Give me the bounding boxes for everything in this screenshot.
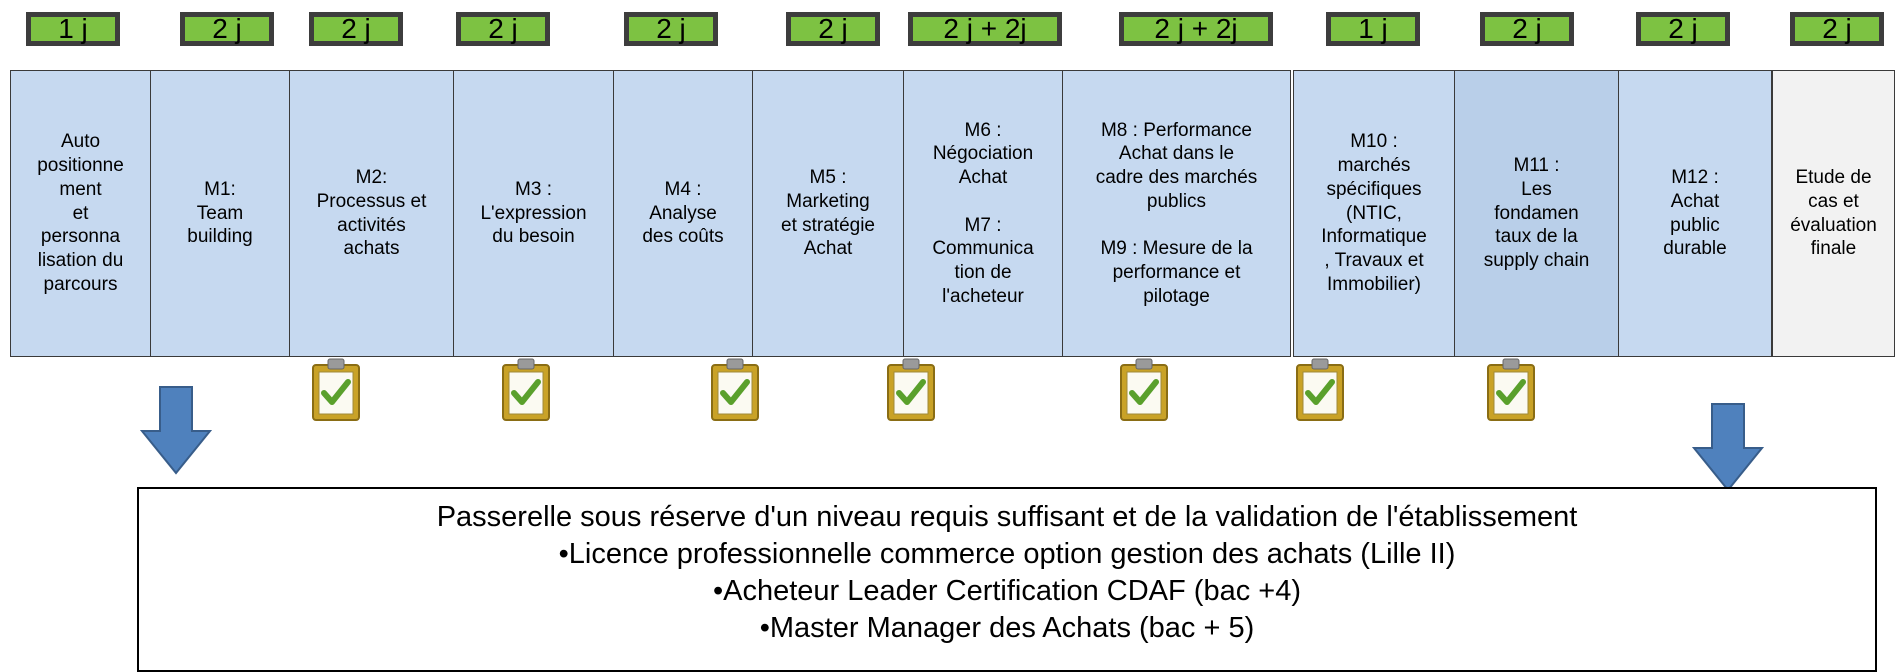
module-label: M2: Processus et activités achats <box>316 167 427 260</box>
module-label: M1: Team building <box>187 178 253 248</box>
passerelle-item: •Licence professionnelle commerce option… <box>558 538 1456 570</box>
module-m6-m7: M6 : Négociation Achat M7 : Communica ti… <box>903 70 1063 357</box>
module-label: M10 : marchés spécifiques (NTIC, Informa… <box>1321 131 1427 295</box>
duration-badge-8: 1 j <box>1326 12 1420 46</box>
module-label: M3 : L'expression du besoin <box>480 178 587 248</box>
module-label: M12 : Achat public durable <box>1663 167 1727 260</box>
module-label: M4 : Analyse des coûts <box>642 178 724 248</box>
clipboard-check-icon <box>1487 358 1535 421</box>
module-label: M6 : Négociation Achat M7 : Communica ti… <box>932 119 1034 307</box>
passerelle-box: Passerelle sous réserve d'un niveau requ… <box>137 487 1877 672</box>
module-m2: M2: Processus et activités achats <box>289 70 454 357</box>
passerelle-item: •Master Manager des Achats (bac + 5) <box>759 612 1255 644</box>
module-label: M5 : Marketing et stratégie Achat <box>781 167 875 260</box>
clipboard-check-icon <box>1296 358 1344 421</box>
duration-badge-10: 2 j <box>1636 12 1730 46</box>
module-autopositionnement: Auto positionne ment et personna lisatio… <box>10 70 151 357</box>
duration-badge-7: 2 j + 2j <box>1119 12 1273 46</box>
arrow-down-icon <box>140 386 212 475</box>
module-m3: M3 : L'expression du besoin <box>453 70 614 357</box>
duration-badge-0: 1 j <box>26 12 120 46</box>
duration-badge-11: 2 j <box>1790 12 1884 46</box>
clipboard-check-icon <box>312 358 360 421</box>
module-m12: M12 : Achat public durable <box>1618 70 1772 357</box>
clipboard-check-icon <box>887 358 935 421</box>
module-etude-de-cas: Etude de cas et évaluation finale <box>1772 70 1895 357</box>
module-label: Auto positionne ment et personna lisatio… <box>37 131 124 295</box>
module-m10: M10 : marchés spécifiques (NTIC, Informa… <box>1293 70 1455 357</box>
duration-badge-6: 2 j + 2j <box>908 12 1062 46</box>
duration-badge-5: 2 j <box>786 12 880 46</box>
module-m4: M4 : Analyse des coûts <box>613 70 753 357</box>
module-label: M11 : Les fondamen taux de la supply cha… <box>1483 155 1590 272</box>
clipboard-check-icon <box>502 358 550 421</box>
arrow-down-icon <box>1692 403 1764 492</box>
duration-badge-1: 2 j <box>180 12 274 46</box>
duration-badge-9: 2 j <box>1480 12 1574 46</box>
duration-badge-2: 2 j <box>309 12 403 46</box>
module-m1: M1: Team building <box>150 70 290 357</box>
module-label: Etude de cas et évaluation finale <box>1790 167 1877 260</box>
passerelle-item: •Acheteur Leader Certification CDAF (bac… <box>712 575 1301 607</box>
passerelle-heading: Passerelle sous réserve d'un niveau requ… <box>436 501 1578 533</box>
module-m11: M11 : Les fondamen taux de la supply cha… <box>1454 70 1619 357</box>
module-m8-m9: M8 : Performance Achat dans le cadre des… <box>1062 70 1291 357</box>
module-m5: M5 : Marketing et stratégie Achat <box>752 70 904 357</box>
duration-badge-4: 2 j <box>624 12 718 46</box>
clipboard-check-icon <box>1120 358 1168 421</box>
clipboard-check-icon <box>711 358 759 421</box>
module-label: M8 : Performance Achat dans le cadre des… <box>1095 119 1258 307</box>
duration-badge-3: 2 j <box>456 12 550 46</box>
